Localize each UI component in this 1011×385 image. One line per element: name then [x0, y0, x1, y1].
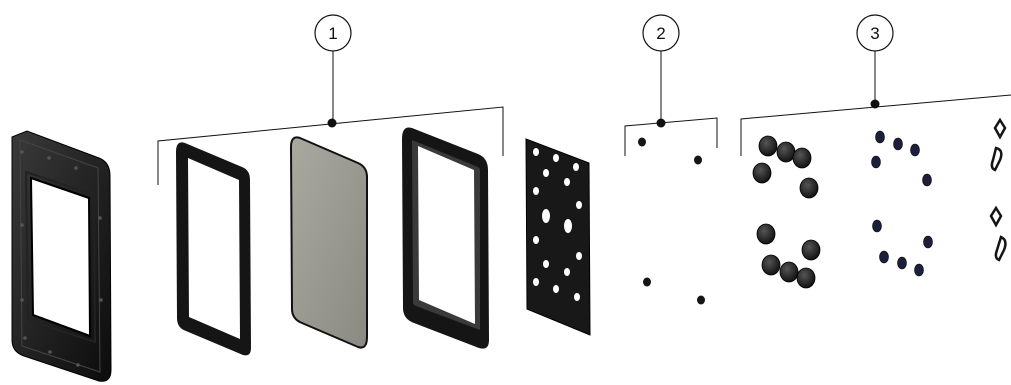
- gasket-1: [176, 142, 251, 356]
- callout-2: 2: [624, 14, 718, 156]
- screw: [697, 295, 705, 305]
- knurled-nut-lower-group: [756, 223, 821, 289]
- callout-3-number: 3: [870, 24, 879, 43]
- gasket-2: [402, 127, 489, 349]
- callout-1-dot: [327, 118, 337, 128]
- knurled-nut-set: [752, 135, 821, 289]
- knurled-nut-upper-group: [752, 135, 819, 199]
- flange-bolt-holes: [20, 150, 103, 367]
- plate-holes: [533, 148, 582, 301]
- retaining-clip: [989, 205, 1003, 228]
- washer-set: [871, 130, 933, 277]
- perforated-plate: [525, 138, 591, 336]
- callout-3: 3: [740, 14, 1011, 156]
- window-glass: [289, 136, 368, 349]
- washer-upper-group: [871, 130, 932, 187]
- retaining-clip: [993, 117, 1007, 140]
- callout-2-number: 2: [656, 24, 665, 43]
- screw: [694, 155, 702, 165]
- callout-3-bracket: [740, 94, 1011, 156]
- washer-lower-group: [872, 219, 933, 277]
- retaining-clip-set: [989, 117, 1007, 262]
- callout-3-dot: [870, 99, 880, 109]
- screw: [643, 277, 651, 287]
- callout-2-bracket: [624, 117, 718, 156]
- screw-set: [638, 137, 705, 305]
- callout-1-bracket: [157, 106, 504, 185]
- outer-flange-frame: [11, 130, 112, 382]
- retaining-clip: [990, 146, 1003, 172]
- retaining-clip: [994, 235, 1007, 262]
- screw: [638, 137, 646, 147]
- callout-1-number: 1: [328, 24, 337, 43]
- callout-1: 1: [157, 14, 504, 185]
